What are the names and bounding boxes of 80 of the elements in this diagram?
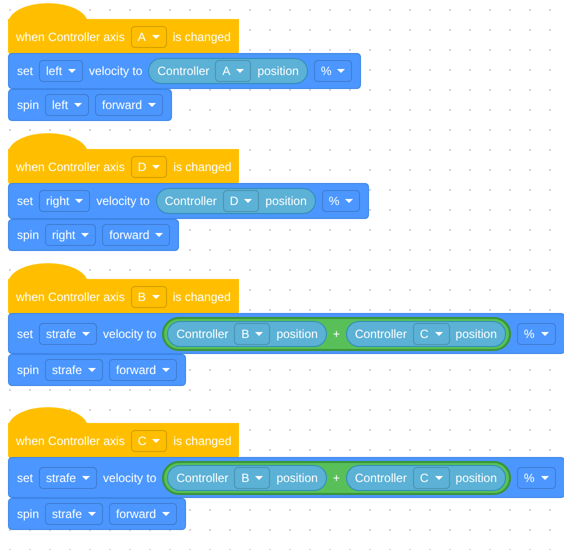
block-label: position — [276, 326, 318, 340]
dropdown-menu: % — [314, 60, 352, 82]
block-label: velocity to — [96, 194, 150, 208]
dropdown-menu: forward — [95, 94, 164, 116]
block-label: position — [456, 470, 497, 484]
block-label: spin — [17, 507, 40, 521]
dropdown-menu: A — [130, 26, 167, 48]
dropdown-menu: right — [45, 224, 96, 246]
block-label: when Controller axis — [16, 30, 125, 44]
block-label: velocity to — [103, 470, 156, 484]
block-label: is changed — [173, 434, 232, 448]
dropdown-menu: strafe — [39, 322, 98, 344]
block-label: is changed — [173, 160, 232, 174]
spin-motor-block — [8, 89, 172, 121]
dropdown-menu: forward — [109, 503, 178, 525]
spin-motor-block — [8, 498, 186, 530]
block-label: position — [257, 64, 299, 78]
block-label: spin — [17, 363, 40, 377]
dropdown-menu: left — [45, 94, 90, 116]
block-label: position — [456, 326, 497, 340]
block-label: when Controller axis — [16, 290, 125, 304]
set-velocity-block — [8, 183, 370, 219]
set-velocity-block — [8, 53, 362, 89]
dropdown-menu: strafe — [39, 466, 98, 488]
block-label: position — [276, 470, 318, 484]
controller-position-reporter — [156, 188, 316, 214]
dropdown-menu: right — [39, 190, 90, 212]
block-label: spin — [17, 98, 40, 112]
dropdown-menu: % — [516, 322, 556, 344]
block-label: Controller — [176, 470, 228, 484]
controller-position-reporter — [167, 464, 327, 490]
controller-position-reporter — [346, 320, 506, 346]
dropdown-menu: B — [234, 466, 270, 488]
dropdown-menu: forward — [102, 224, 170, 246]
controller-position-reporter — [148, 58, 308, 84]
set-velocity-block — [8, 313, 564, 354]
block-label: velocity to — [89, 64, 142, 78]
plus-sign: + — [332, 326, 340, 340]
block-label: Controller — [354, 326, 407, 340]
spin-motor-block — [8, 219, 180, 251]
controller-position-reporter — [167, 320, 327, 346]
dropdown-menu: strafe — [45, 503, 104, 525]
dropdown-menu: A — [215, 60, 252, 82]
block-label: velocity to — [103, 326, 156, 340]
dropdown-menu: C — [412, 322, 450, 344]
block-label: Controller — [157, 64, 210, 78]
block-label: set — [17, 194, 34, 208]
dropdown-menu: D — [222, 190, 260, 212]
dropdown-menu: C — [412, 466, 450, 488]
block-label: set — [17, 64, 34, 78]
block-label: is changed — [172, 30, 231, 44]
dropdown-menu: B — [234, 322, 270, 344]
dropdown-menu: % — [516, 466, 556, 488]
block-label: spin — [17, 228, 40, 242]
block-label: when Controller axis — [16, 434, 125, 448]
dropdown-menu: forward — [109, 359, 178, 381]
block-label: is changed — [172, 290, 231, 304]
controller-position-reporter — [346, 464, 506, 490]
dropdown-menu: % — [322, 190, 360, 212]
event-hat-block — [8, 407, 240, 459]
block-label: set — [17, 470, 34, 484]
event-hat-block — [8, 263, 239, 315]
set-velocity-block — [8, 457, 564, 498]
block-label: when Controller axis — [16, 160, 125, 174]
block-label: Controller — [164, 194, 217, 208]
addition-operator-block — [162, 316, 511, 350]
addition-operator-block — [162, 460, 511, 494]
dropdown-menu: left — [39, 60, 84, 82]
dropdown-menu: D — [130, 156, 168, 178]
dropdown-menu: strafe — [45, 359, 104, 381]
spin-motor-block — [8, 354, 186, 386]
dropdown-menu: B — [130, 286, 167, 308]
dropdown-menu: C — [130, 430, 168, 452]
block-label: set — [17, 326, 34, 340]
event-hat-block — [8, 133, 240, 185]
event-hat-block — [8, 3, 239, 55]
block-label: Controller — [176, 326, 228, 340]
block-label: position — [265, 194, 307, 208]
block-label: Controller — [354, 470, 407, 484]
plus-sign: + — [332, 470, 340, 484]
